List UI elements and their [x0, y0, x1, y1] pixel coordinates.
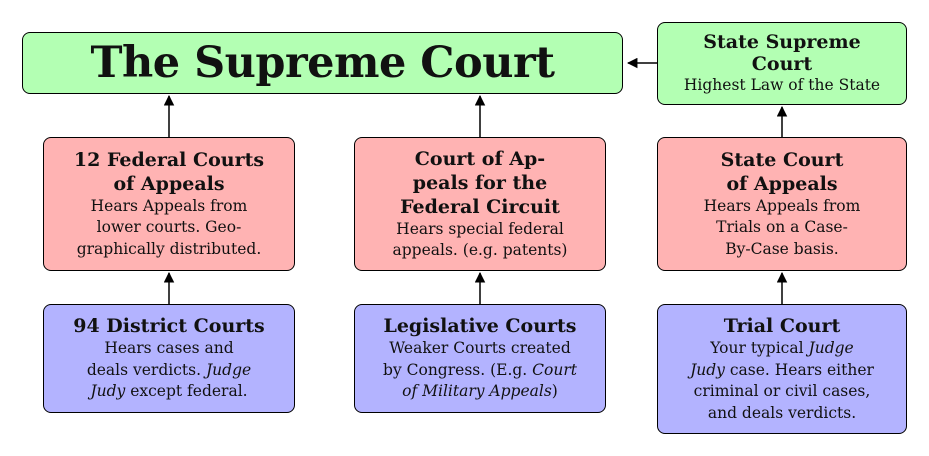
- state-supreme-court-title: State Supreme Court: [703, 31, 860, 75]
- title-line: Legislative Courts: [383, 315, 577, 338]
- federal-appeals-title: 12 Federal Courts of Appeals: [74, 148, 264, 196]
- desc-line: except federal.: [130, 382, 248, 401]
- desc-line: criminal or civil cases,: [693, 382, 871, 400]
- state-appeals-desc: Hears Appeals from Trials on a Case- By-…: [704, 196, 861, 261]
- title-line: Trial Court: [723, 315, 841, 337]
- trial-court-node: Trial Court Your typical Judge Judy case…: [657, 304, 907, 434]
- desc-line: and deals verdicts.: [707, 403, 857, 422]
- title-line: 12 Federal Courts: [73, 148, 265, 171]
- federal-appeals-desc: Hears Appeals from lower courts. Geo- gr…: [77, 196, 262, 261]
- supreme-court-node: The Supreme Court: [22, 32, 623, 94]
- state-appeals-title: State Court of Appeals: [721, 148, 844, 196]
- desc-line: Hears Appeals from: [703, 196, 861, 215]
- desc-italic: Judy: [90, 382, 126, 401]
- title-line: Court of Ap-: [414, 147, 546, 170]
- district-courts-desc: Hears cases and deals verdicts. Judge Ju…: [87, 338, 251, 403]
- legislative-courts-title: Legislative Courts: [383, 314, 576, 338]
- federal-circuit-desc: Hears special federal appeals. (e.g. pat…: [393, 219, 568, 262]
- desc-line: By-Case basis.: [725, 239, 839, 258]
- desc-line: ): [551, 382, 558, 401]
- state-appeals-node: State Court of Appeals Hears Appeals fro…: [657, 137, 907, 271]
- desc-line: Hears cases and: [104, 339, 234, 358]
- trial-court-title: Trial Court: [724, 314, 841, 338]
- desc-line: case. Hears either: [729, 360, 874, 379]
- desc-line: Your typical: [710, 339, 804, 357]
- state-supreme-court-node: State Supreme Court Highest Law of the S…: [657, 22, 907, 105]
- title-line: of Appeals: [113, 172, 225, 195]
- desc-italic: Judy: [690, 360, 725, 379]
- title-line: State Supreme: [703, 30, 861, 53]
- desc-line: Hears Appeals from: [90, 196, 248, 215]
- title-line: 94 District Courts: [73, 315, 265, 338]
- federal-appeals-node: 12 Federal Courts of Appeals Hears Appea…: [43, 137, 295, 271]
- federal-circuit-title: Court of Ap- peals for the Federal Circu…: [400, 147, 560, 219]
- title-line: State Court: [720, 148, 844, 171]
- desc-line: lower courts. Geo-: [96, 218, 242, 237]
- district-courts-title: 94 District Courts: [73, 314, 265, 338]
- desc-line: Trials on a Case-: [716, 218, 848, 237]
- title-line: Federal Circuit: [400, 195, 560, 218]
- desc-line: Hears special federal: [396, 219, 564, 238]
- desc-italic: Judge: [205, 360, 252, 379]
- desc-line: appeals. (e.g. patents): [392, 241, 568, 259]
- legislative-courts-node: Legislative Courts Weaker Courts created…: [354, 304, 606, 413]
- desc-line: graphically distributed.: [76, 239, 262, 258]
- title-line: peals for the: [412, 171, 548, 194]
- desc-italic: Judge: [808, 339, 854, 357]
- desc-line: by Congress. (E.g.: [383, 360, 528, 379]
- title-line: Court: [751, 52, 813, 75]
- desc-line: Weaker Courts created: [389, 339, 571, 358]
- state-supreme-court-desc: Highest Law of the State: [684, 75, 880, 97]
- desc-line: Highest Law of the State: [683, 75, 881, 94]
- district-courts-node: 94 District Courts Hears cases and deals…: [43, 304, 295, 413]
- desc-line: deals verdicts.: [86, 360, 202, 379]
- desc-italic: of Military Appeals: [402, 382, 552, 401]
- trial-court-desc: Your typical Judge Judy case. Hears eith…: [690, 338, 874, 424]
- desc-italic: Court: [532, 360, 577, 379]
- legislative-courts-desc: Weaker Courts created by Congress. (E.g.…: [383, 338, 577, 403]
- supreme-court-title: The Supreme Court: [90, 38, 556, 88]
- federal-circuit-node: Court of Ap- peals for the Federal Circu…: [354, 137, 606, 271]
- title-line: of Appeals: [726, 172, 838, 195]
